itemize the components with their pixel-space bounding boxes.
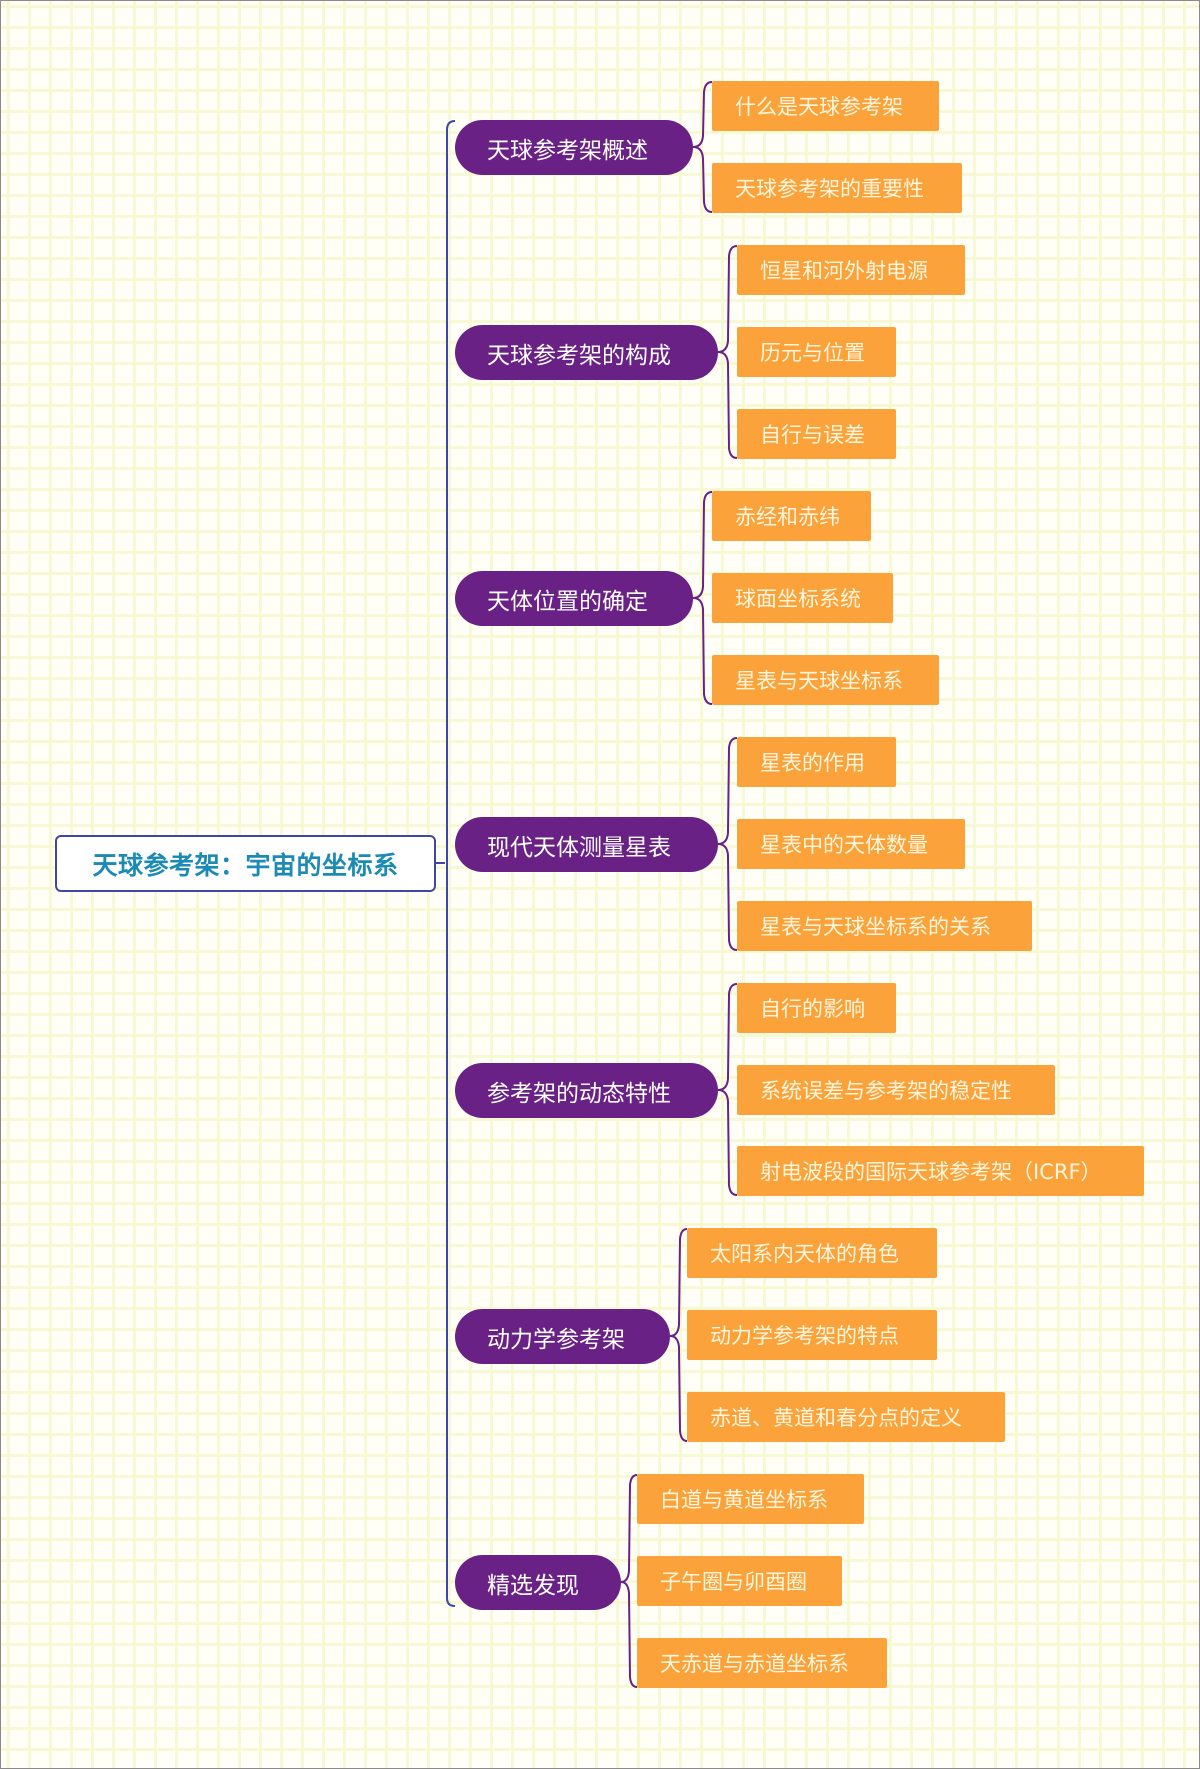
leaf-node[interactable]: 动力学参考架的特点 — [687, 1310, 937, 1360]
branch-label: 参考架的动态特性 — [487, 1080, 671, 1107]
leaf-node[interactable]: 星表的作用 — [737, 737, 896, 787]
leaf-node[interactable]: 星表中的天体数量 — [737, 819, 965, 869]
leaf-node[interactable]: 历元与位置 — [737, 327, 896, 377]
leaf-label: 星表的作用 — [760, 751, 865, 775]
branch-label: 精选发现 — [487, 1572, 579, 1599]
leaf-node[interactable]: 什么是天球参考架 — [712, 81, 939, 131]
leaf-label: 天赤道与赤道坐标系 — [660, 1652, 849, 1676]
leaf-node[interactable]: 射电波段的国际天球参考架（ICRF） — [737, 1146, 1144, 1196]
leaf-label: 恒星和河外射电源 — [760, 259, 928, 283]
leaf-node[interactable]: 子午圈与卯酉圈 — [637, 1556, 842, 1606]
leaf-label: 系统误差与参考架的稳定性 — [760, 1079, 1012, 1103]
branch-label: 天体位置的确定 — [487, 588, 648, 615]
leaf-node[interactable]: 赤经和赤纬 — [712, 491, 871, 541]
leaf-node[interactable]: 太阳系内天体的角色 — [687, 1228, 937, 1278]
branch-node-composition[interactable]: 天球参考架的构成 — [455, 325, 718, 380]
leaf-node[interactable]: 星表与天球坐标系的关系 — [737, 901, 1032, 951]
branch-node-dynamics[interactable]: 参考架的动态特性 — [455, 1063, 718, 1118]
branch-node-dynamical-frame[interactable]: 动力学参考架 — [455, 1309, 670, 1364]
branch-label: 天球参考架的构成 — [487, 342, 671, 369]
leaf-label: 星表与天球坐标系 — [735, 669, 903, 693]
leaf-node[interactable]: 系统误差与参考架的稳定性 — [737, 1065, 1055, 1115]
leaf-label: 星表中的天体数量 — [760, 833, 928, 857]
leaf-label: 赤道、黄道和春分点的定义 — [710, 1406, 962, 1430]
leaf-label: 什么是天球参考架 — [735, 95, 903, 119]
root-node-label: 天球参考架：宇宙的坐标系 — [92, 850, 399, 880]
leaf-node[interactable]: 球面坐标系统 — [712, 573, 893, 623]
leaf-label: 白道与黄道坐标系 — [660, 1488, 828, 1512]
leaf-node[interactable]: 天赤道与赤道坐标系 — [637, 1638, 887, 1688]
leaf-node[interactable]: 自行与误差 — [737, 409, 896, 459]
leaf-node[interactable]: 星表与天球坐标系 — [712, 655, 939, 705]
leaf-label: 太阳系内天体的角色 — [710, 1242, 899, 1266]
branch-node-catalogs[interactable]: 现代天体测量星表 — [455, 817, 718, 872]
leaf-label: 赤经和赤纬 — [735, 505, 840, 529]
leaf-node[interactable]: 自行的影响 — [737, 983, 896, 1033]
branch-label: 动力学参考架 — [487, 1326, 625, 1353]
branch-label: 现代天体测量星表 — [487, 834, 671, 861]
leaf-label: 子午圈与卯酉圈 — [660, 1570, 807, 1594]
leaf-node[interactable]: 赤道、黄道和春分点的定义 — [687, 1392, 1005, 1442]
branch-node-overview[interactable]: 天球参考架概述 — [455, 120, 693, 175]
leaf-label: 天球参考架的重要性 — [735, 177, 924, 201]
leaf-label: 星表与天球坐标系的关系 — [760, 915, 991, 939]
leaf-node[interactable]: 恒星和河外射电源 — [737, 245, 965, 295]
root-node[interactable]: 天球参考架：宇宙的坐标系 — [55, 835, 436, 892]
leaf-label: 历元与位置 — [760, 341, 865, 365]
leaf-node[interactable]: 白道与黄道坐标系 — [637, 1474, 864, 1524]
leaf-label: 自行的影响 — [760, 997, 865, 1021]
branch-node-position[interactable]: 天体位置的确定 — [455, 571, 693, 626]
branch-label: 天球参考架概述 — [487, 137, 648, 164]
leaf-node[interactable]: 天球参考架的重要性 — [712, 163, 962, 213]
leaf-label: 动力学参考架的特点 — [710, 1324, 899, 1348]
leaf-label: 球面坐标系统 — [735, 587, 861, 611]
leaf-label: 射电波段的国际天球参考架（ICRF） — [760, 1160, 1102, 1184]
branch-node-featured[interactable]: 精选发现 — [455, 1555, 621, 1610]
leaf-label: 自行与误差 — [760, 423, 865, 447]
